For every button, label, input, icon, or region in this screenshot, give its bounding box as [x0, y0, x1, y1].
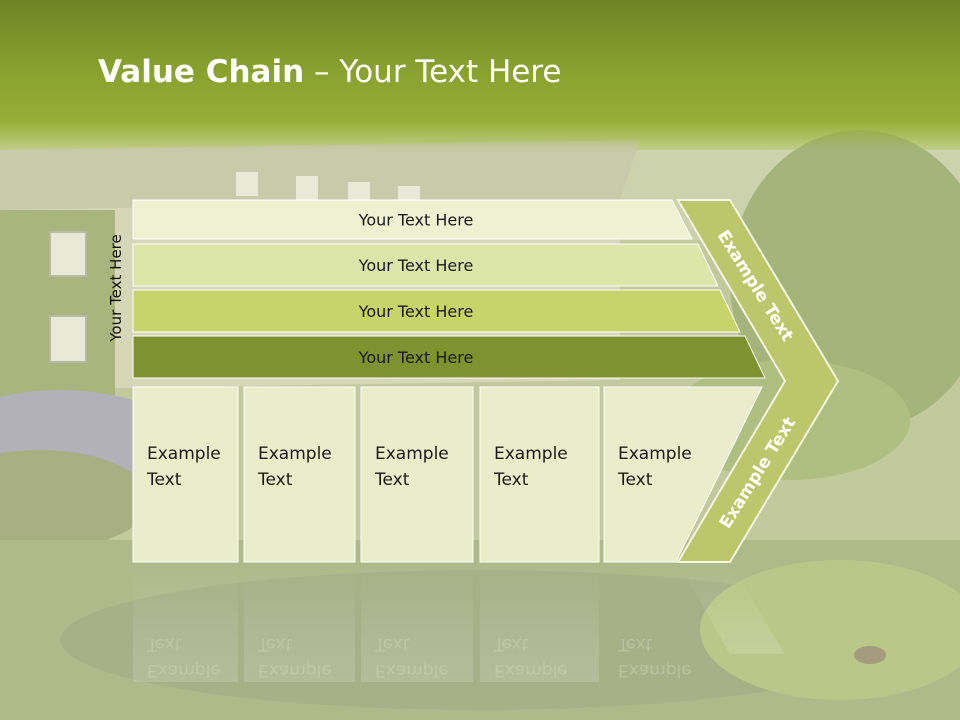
- window-shape: [49, 315, 87, 363]
- title-band: [0, 0, 960, 150]
- column-reflection-label-5-line2: Text: [617, 634, 653, 654]
- column-reflection-label-5-line1: Example: [618, 660, 692, 680]
- column-box-2: [243, 386, 356, 563]
- column-reflection-label-2-line1: Example: [258, 660, 332, 680]
- column-reflection-label-4-line1: Example: [494, 660, 568, 680]
- column-reflection-label-3-line2: Text: [374, 634, 410, 654]
- row-bar-2: [132, 243, 719, 287]
- column-reflection-4: [480, 562, 599, 682]
- column-box-1: [132, 386, 239, 563]
- column-reflection-2: [244, 562, 355, 682]
- row-label-2: Your Text Here: [358, 256, 474, 275]
- column-label-4-line2: Text: [493, 470, 529, 490]
- column-label-2-line1: Example: [258, 444, 332, 464]
- row-bar-1: [132, 199, 693, 240]
- slide-title-rest: – Your Text Here: [304, 54, 562, 90]
- column-label-3-line2: Text: [374, 470, 410, 490]
- column-label-3-line1: Example: [375, 444, 449, 464]
- column-label-5-line1: Example: [618, 444, 692, 464]
- column-box-3: [360, 386, 474, 563]
- column-label-5-line2: Text: [617, 470, 653, 490]
- duck-shape: [854, 646, 886, 664]
- column-reflection-label-3-line1: Example: [375, 660, 449, 680]
- chevron-reflection: [678, 562, 785, 654]
- column-reflection-label-1-line1: Example: [147, 660, 221, 680]
- row-label-1: Your Text Here: [358, 211, 474, 230]
- column-box-4: [479, 386, 600, 563]
- column-reflection-label-2-line2: Text: [257, 634, 293, 654]
- slide-title-bold: Value Chain: [98, 54, 305, 90]
- column-label-2-line2: Text: [257, 470, 293, 490]
- row-label-3: Your Text Here: [358, 302, 474, 321]
- column-label-1-line2: Text: [146, 470, 182, 490]
- column-box-5: [603, 386, 763, 563]
- column-reflection-label-1-line2: Text: [146, 634, 182, 654]
- slide-title: Value Chain – Your Text Here: [98, 54, 561, 90]
- column-reflection-3: [361, 562, 473, 682]
- row-bar-3: [132, 289, 741, 333]
- column-reflection-label-4-line2: Text: [493, 634, 529, 654]
- column-reflection-1: [133, 562, 238, 682]
- row-label-4: Your Text Here: [358, 348, 474, 367]
- row-bar-4: [132, 335, 766, 379]
- window-shape: [49, 231, 87, 277]
- column-label-4-line1: Example: [494, 444, 568, 464]
- column-label-1-line1: Example: [147, 444, 221, 464]
